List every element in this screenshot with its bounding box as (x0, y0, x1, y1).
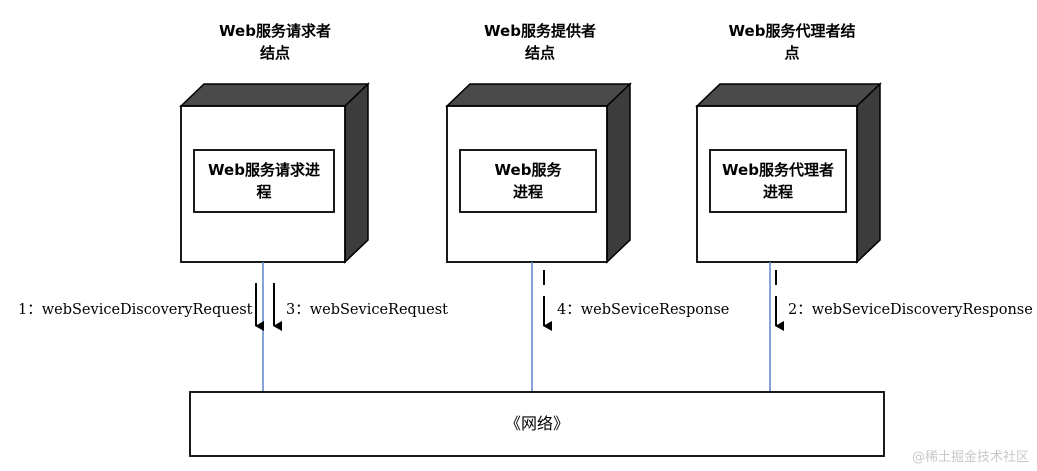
requester-node-title: Web服务请求者 结点 (219, 22, 331, 62)
provider-node-box (445, 82, 632, 264)
network-box (189, 391, 885, 457)
requester-process-box (193, 149, 335, 213)
message-4-label: 4：webSeviceResponse (557, 302, 730, 318)
provider-node-title: Web服务提供者 结点 (484, 22, 596, 62)
provider-process-box (459, 149, 597, 213)
watermark: @稀土掘金技术社区 (911, 450, 1029, 465)
message-2-label: 2：webSeviceDiscoveryResponse (788, 302, 1033, 318)
message-1-label: 1：webSeviceDiscoveryRequest (18, 302, 253, 318)
broker-process-box (709, 149, 847, 213)
broker-node-title: Web服务代理者结 点 (728, 22, 856, 62)
network-label: 《网络》 (504, 414, 569, 433)
requester-process-label: Web服务请求进 程 (208, 161, 320, 201)
provider-process-label: Web服务 进程 (494, 161, 562, 201)
requester-node-box (179, 82, 370, 264)
broker-process-label: Web服务代理者 进程 (722, 161, 834, 201)
broker-node-box (695, 82, 882, 264)
message-3-label: 3：webSeviceRequest (286, 302, 449, 318)
